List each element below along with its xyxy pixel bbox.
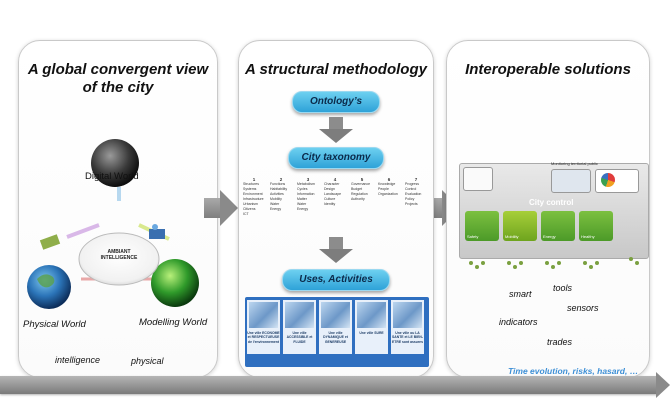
taxonomy-column-4: 4 Character Design Landscape Culture Ide… [324, 177, 342, 206]
use-tile-2: Une ville ACCESSIBLE et FLUIDE [283, 300, 316, 354]
taxonomy-column-5: 5 Governance Budget Regulation Authority [351, 177, 371, 201]
digital-world-label: Digital World [85, 171, 139, 182]
use-tile-1: Une ville ECONOME et RESPECTUEUSE de l'e… [247, 300, 280, 354]
timeline-arrowhead-icon [656, 372, 670, 398]
uses-activities-pill: Uses, Activities [282, 269, 390, 291]
worlds-diagram [27, 139, 199, 309]
down-arrow-icon [319, 237, 353, 263]
city-photo-image [393, 302, 422, 328]
city-photo-image [357, 302, 386, 328]
network-node-icon [152, 224, 158, 230]
terrain-tile-icon [39, 234, 61, 250]
taxonomy-column-2: 2 Functions Habitability Activities Mobi… [270, 177, 288, 211]
monitoring-label: Monitoring territorial public [551, 161, 598, 166]
ambient-line2: INTELLIGENCE [100, 255, 138, 261]
modelling-world-label: Modelling World [139, 317, 208, 328]
global-view-title: A global convergent view of the city [19, 61, 217, 97]
dashboard-widget [463, 167, 493, 191]
city-photo-image [285, 302, 314, 328]
timeline-bar [0, 376, 658, 394]
use-tile-4: Une ville SURE [355, 300, 388, 354]
keyword-physical: physical [131, 356, 164, 366]
continent-shape [37, 274, 55, 288]
taxonomy-column-6: 6 Knowledge People Organization [378, 177, 398, 196]
down-arrow-icon [319, 117, 353, 143]
dashboard-widget [551, 169, 591, 193]
ambient-line1: AMBIANT [107, 249, 131, 255]
solutions-title: Interoperable solutions [465, 61, 631, 78]
ontology-pill: Ontology’s [292, 91, 380, 113]
module-energy: Energy [541, 211, 575, 241]
keyword-sensors: sensors [567, 303, 599, 313]
global-view-panel: A global convergent view of the city [18, 40, 218, 400]
taxonomy-column-3: 3 Metabolism Cycles Information Matter W… [297, 177, 315, 211]
taxonomy-pill: City taxonomy [288, 147, 384, 169]
ambient-intelligence-ellipse [78, 232, 160, 286]
global-view-title-line1: A global convergent view [27, 61, 209, 78]
use-tile-5: Une ville ou LA SANTE et LE BIEN-ETRE so… [391, 300, 424, 354]
network-icon [149, 229, 165, 239]
keyword-smart: smart [509, 289, 532, 299]
digital-world-globe-icon [91, 139, 139, 187]
use-tile-3: Une ville DYNAMIQUE et GENEREUSE [319, 300, 352, 354]
keyword-tools: tools [553, 283, 573, 293]
module-mobility: Mobility [503, 211, 537, 241]
module-safety: Safety [465, 211, 499, 241]
module-healthy: Healthy [579, 211, 613, 241]
city-photo-image [249, 302, 278, 328]
sensor-nodes-graphic [469, 257, 639, 269]
taxonomy-column-7: 7 Progress Control Evaluation Policy Pro… [405, 177, 422, 206]
modelling-world-globe-icon [151, 259, 199, 307]
pie-chart-icon [601, 173, 615, 187]
methodology-title: A structural methodology [245, 61, 427, 78]
taxonomy-column-1: 1 Structures Systems Environment Infrast… [243, 177, 264, 216]
keyword-trades: trades [547, 337, 573, 347]
keyword-intelligence: intelligence [55, 355, 101, 365]
global-view-title-line2: of the city [82, 79, 154, 96]
physical-world-label: Physical World [23, 319, 86, 330]
ambient-intelligence-label: AMBIANT INTELLIGENCE [79, 249, 159, 261]
solutions-panel: Interoperable solutions Monitoring terri… [446, 40, 650, 378]
keyword-indicators: indicators [499, 317, 538, 327]
city-control-label: City control [529, 198, 574, 207]
connector-band [66, 223, 100, 239]
timeline-label: Time evolution, risks, hasard, … [508, 366, 639, 376]
city-photo-image [321, 302, 350, 328]
